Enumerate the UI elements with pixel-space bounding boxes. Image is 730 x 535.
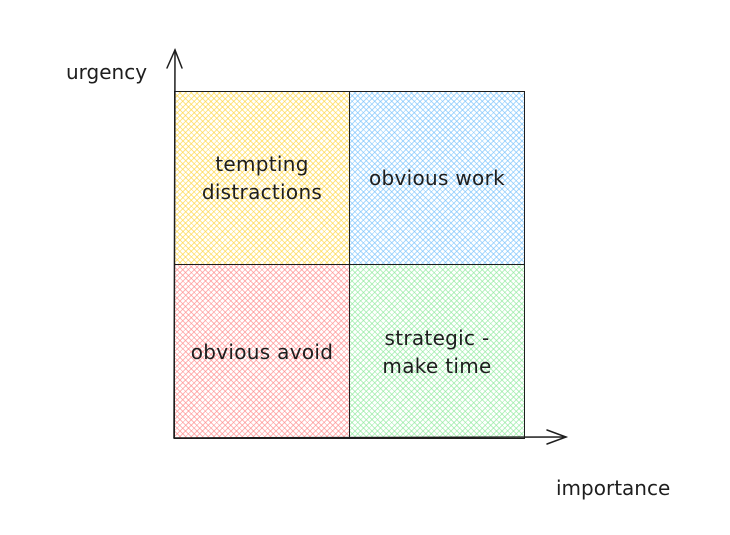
y-axis [173,49,176,439]
y-axis-arrowhead [166,48,183,69]
quadrant-obvious-work: obvious work [349,91,525,265]
x-axis [173,436,567,439]
quadrant-tempting-distractions: tempting distractions [174,91,350,265]
quadrant-label: obvious avoid [190,339,334,364]
quadrant-label: tempting distractions [201,152,323,204]
y-axis-label: urgency [66,60,148,84]
x-axis-arrowhead [546,429,569,445]
quadrant-strategic: strategic - make time [349,264,525,439]
quadrant-label: obvious work [368,166,505,190]
x-axis-label: importance [556,476,671,500]
quadrant-label: strategic - make time [382,325,492,378]
